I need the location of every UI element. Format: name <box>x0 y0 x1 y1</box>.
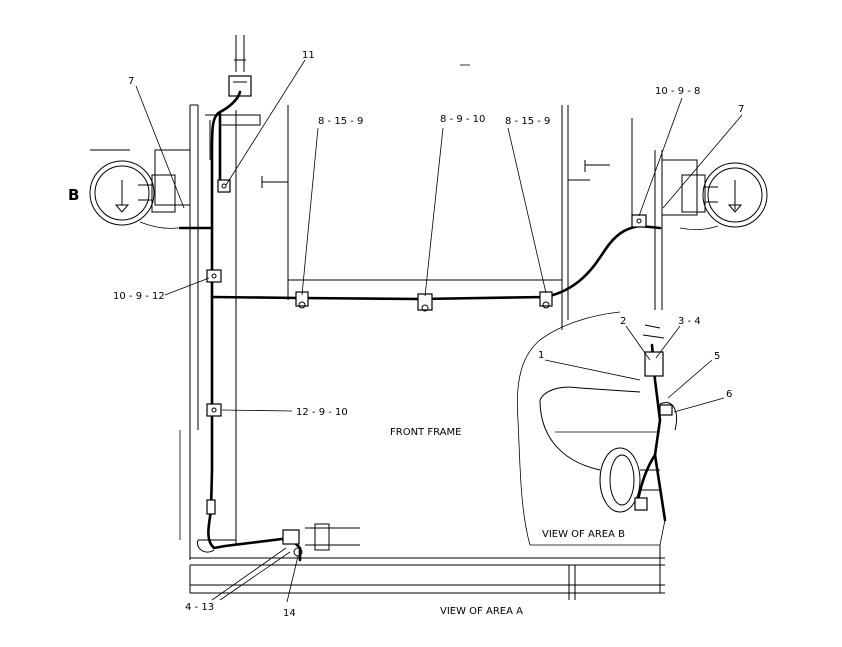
callout-labels: B 7 11 8 - 15 - 9 8 - 9 - 10 8 - 15 - 9 … <box>68 50 744 619</box>
left-lamp <box>89 160 179 229</box>
area-b-detail <box>517 311 677 546</box>
clip-10-9-8 <box>631 214 647 228</box>
callout-12-9-10: 12 - 9 - 10 <box>296 407 348 418</box>
clips <box>196 179 647 557</box>
clip-8-9-10 <box>417 293 433 311</box>
callout-14: 14 <box>283 608 296 619</box>
view-marker-b: B <box>68 186 79 204</box>
callout-7-left: 7 <box>128 76 134 87</box>
area-b-clip <box>659 404 673 416</box>
callout-10-9-8: 10 - 9 - 8 <box>655 86 700 97</box>
leader-lines <box>135 59 743 603</box>
callout-3-4: 3 - 4 <box>678 316 701 327</box>
area-b-connector <box>644 351 664 377</box>
connector-lower <box>206 499 216 515</box>
front-frame-structure <box>90 35 698 600</box>
clip-8-15-9-b <box>539 291 553 307</box>
callout-6: 6 <box>726 389 732 400</box>
clip-4-13 <box>282 529 300 545</box>
callout-11: 11 <box>302 50 315 61</box>
callout-8-9-10: 8 - 9 - 10 <box>440 114 485 125</box>
clip-12-9-10 <box>206 403 222 417</box>
right-lamp <box>679 162 768 230</box>
view-area-b-label: VIEW OF AREA B <box>542 529 625 540</box>
callout-7-right: 7 <box>738 104 744 115</box>
front-frame-label: FRONT FRAME <box>390 427 461 438</box>
callout-2: 2 <box>620 316 626 327</box>
junction-box <box>228 75 252 97</box>
clip-10-9-12 <box>206 269 222 283</box>
callout-8-15-9-b: 8 - 15 - 9 <box>505 116 550 127</box>
callout-8-15-9-a: 8 - 15 - 9 <box>318 116 363 127</box>
view-area-a-label: VIEW OF AREA A <box>440 606 523 617</box>
callout-10-9-12: 10 - 9 - 12 <box>113 291 165 302</box>
callout-4-13: 4 - 13 <box>185 602 214 613</box>
callout-5: 5 <box>714 351 720 362</box>
area-b-lower-clip <box>634 497 648 511</box>
callout-1: 1 <box>538 350 544 361</box>
